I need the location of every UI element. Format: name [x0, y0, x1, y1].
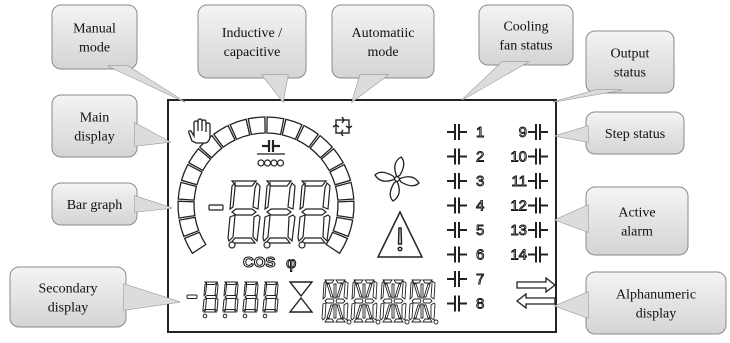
bar-graph-segment — [281, 118, 303, 141]
step-capacitor-icon — [447, 148, 467, 165]
hand-icon — [188, 118, 211, 144]
bar-graph-segment — [320, 147, 345, 172]
bar-graph-segment — [247, 116, 266, 136]
bar-graph-segment — [296, 124, 320, 149]
cos-label: COS — [243, 254, 276, 271]
callout-label: Inductive / — [222, 26, 282, 41]
callout-label: mode — [367, 45, 398, 60]
callout-label: Output — [611, 47, 650, 62]
bar-graph-segment — [332, 216, 354, 238]
main-display — [208, 180, 331, 249]
alphanumeric-dot — [375, 319, 381, 325]
callout-inductive-capacitive: Inductive / capacitive — [197, 4, 307, 104]
callout-output-status: Output status — [552, 30, 675, 103]
callout-manual-mode: Manual mode — [51, 4, 186, 103]
step-number: 10 — [510, 149, 527, 166]
warning-triangle-icon — [376, 210, 424, 258]
alphanumeric-display — [321, 279, 439, 325]
callout-label: Active — [618, 206, 655, 221]
step-number: 6 — [476, 247, 484, 264]
step-number: 4 — [476, 198, 484, 215]
bar-graph-segment — [183, 231, 207, 255]
callout-label: Step status — [605, 127, 665, 142]
alphanumeric-dot — [404, 319, 410, 325]
bar-graph-segment — [212, 124, 236, 149]
step-number: 11 — [511, 173, 527, 190]
bar-graph-segment — [180, 163, 203, 186]
callout-secondary-display: Secondary display — [9, 266, 181, 328]
callout-label: Bar graph — [67, 198, 123, 213]
callout-bar-graph: Bar graph — [51, 182, 173, 226]
bar-graph-segment — [178, 216, 200, 238]
step-number: 3 — [476, 173, 484, 190]
step-capacitor-icon — [528, 246, 548, 263]
callout-active-alarm: Active alarm — [553, 186, 689, 256]
callout-label: Alphanumeric — [616, 288, 696, 303]
hourglass-icon — [288, 281, 314, 313]
step-number: 5 — [476, 222, 484, 239]
step-number: 13 — [510, 222, 527, 239]
bar-graph-segment — [229, 118, 251, 141]
bar-graph-segment — [325, 231, 349, 255]
bar-graph — [177, 116, 355, 255]
callout-label: display — [74, 130, 114, 145]
callout-cooling-fan-status: Cooling fan status — [461, 4, 574, 101]
step-number: 9 — [519, 124, 527, 141]
callout-label: fan status — [499, 39, 552, 54]
step-capacitor-icon — [447, 222, 467, 238]
callout-label: display — [636, 307, 676, 322]
step-number: 12 — [510, 198, 527, 215]
step-capacitor-icon — [528, 222, 548, 238]
bar-graph-segment — [309, 134, 334, 159]
bar-graph-segment — [266, 116, 285, 136]
step-capacitor-icon — [447, 246, 467, 263]
step-capacitor-icon — [528, 148, 548, 165]
alphanumeric-dot — [346, 319, 352, 325]
step-capacitor-icon — [447, 271, 467, 287]
bar-graph-segment — [334, 181, 355, 201]
inductor-coil-icon — [257, 159, 285, 167]
callout-label: mode — [79, 41, 110, 56]
bar-graph-segment — [187, 147, 212, 172]
bar-graph-segment — [177, 181, 198, 201]
callout-label: capacitive — [224, 45, 281, 60]
step-capacitor-icon — [528, 173, 548, 189]
bar-graph-segment — [177, 200, 196, 219]
alphanumeric-dot — [433, 319, 439, 325]
step-number: 1 — [476, 124, 484, 141]
step-capacitor-icon — [447, 197, 467, 214]
callout-label: Main — [80, 111, 110, 126]
step-capacitor-icon — [447, 295, 467, 312]
step-number: 7 — [476, 271, 484, 288]
callout-label: Manual — [73, 22, 116, 37]
callout-main-display: Main display — [51, 94, 172, 158]
callout-label: Automatiic — [352, 26, 415, 41]
callout-label: Secondary — [38, 282, 97, 297]
step-number: 14 — [510, 247, 527, 264]
secondary-display — [186, 281, 279, 319]
automatic-cycle-icon — [332, 116, 353, 137]
callout-label: Cooling — [503, 20, 548, 35]
bar-graph-segment — [198, 134, 223, 159]
callout-label: alarm — [621, 225, 653, 240]
callout-automatic-mode: Automatiic mode — [331, 4, 435, 104]
callout-label: status — [614, 66, 646, 81]
step-capacitor-icon — [447, 124, 467, 140]
step-capacitor-icon — [528, 197, 548, 214]
bar-graph-segment — [336, 200, 355, 219]
fan-icon — [374, 156, 420, 202]
capacitor-icon — [257, 140, 285, 155]
direction-arrows-icon — [515, 276, 557, 310]
step-capacitor-icon — [528, 124, 548, 140]
callout-label: display — [48, 301, 88, 316]
step-number: 2 — [476, 149, 484, 166]
step-number: 8 — [476, 296, 484, 313]
step-capacitor-icon — [447, 173, 467, 189]
phi-label: φ — [286, 255, 296, 272]
bar-graph-segment — [329, 163, 352, 186]
callout-alphanumeric-display: Alphanumeric display — [553, 271, 727, 335]
callout-step-status: Step status — [554, 111, 685, 155]
